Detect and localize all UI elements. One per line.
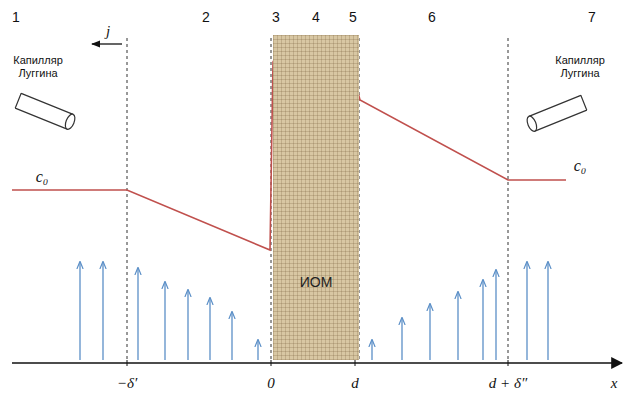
flux-arrow [102, 262, 103, 360]
flux-arrow [231, 312, 232, 360]
concentration-label: c₀ [574, 157, 587, 175]
capillary-label: Капилляр Луггина [7, 54, 69, 79]
flux-arrow [547, 262, 548, 360]
region-number: 7 [588, 9, 596, 25]
capillary-label: Капилляр Луггина [549, 54, 611, 79]
flux-arrow [79, 262, 80, 360]
concentration-label: c₀ [36, 168, 49, 186]
flux-arrow [164, 282, 165, 360]
flux-arrow [495, 270, 496, 360]
flux-arrow [526, 262, 527, 360]
membrane-band: ИОМ [273, 35, 359, 360]
axis-label: 0 [267, 375, 275, 392]
axis-label: −δ′ [117, 375, 137, 392]
region-number: 4 [312, 9, 320, 25]
region-number: 1 [12, 9, 20, 25]
luggin-capillary-right [525, 95, 587, 132]
flux-arrow [371, 340, 372, 360]
membrane-label: ИОМ [300, 274, 333, 290]
flux-arrow [482, 280, 483, 360]
flux-arrow [457, 292, 458, 360]
axis-label: x [611, 375, 618, 392]
flux-arrow [137, 268, 138, 360]
region-number: 6 [428, 9, 436, 25]
flux-arrow [401, 318, 402, 360]
flux-arrow [209, 298, 210, 360]
x-axis [12, 362, 622, 364]
current-arrow [92, 43, 122, 44]
flux-arrow [187, 290, 188, 360]
axis-label: d + δ″ [489, 375, 527, 392]
region-number: 5 [349, 9, 357, 25]
flux-arrow [429, 304, 430, 360]
region-number: 2 [202, 9, 210, 25]
flux-arrow [257, 340, 258, 360]
axis-ticks [127, 360, 508, 366]
region-number: 3 [272, 9, 280, 25]
luggin-capillary-left [15, 93, 77, 130]
axis-label: d [351, 375, 359, 392]
current-label: j [106, 23, 110, 40]
